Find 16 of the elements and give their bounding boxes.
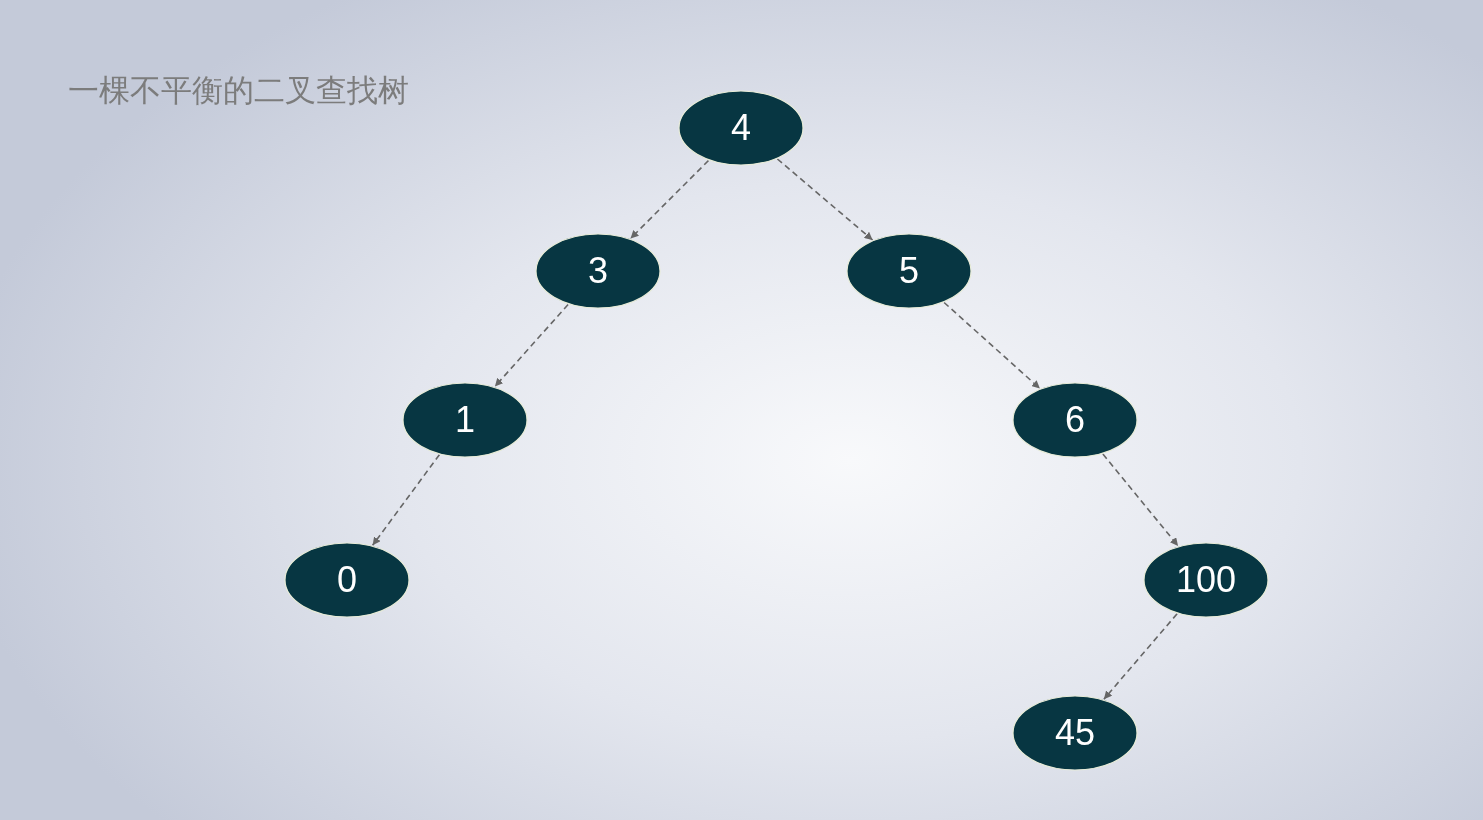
arrow <box>1102 453 1179 547</box>
arrow <box>943 301 1041 390</box>
tree-node: 3 <box>535 233 661 309</box>
tree-node: 100 <box>1143 542 1269 618</box>
arrow <box>371 453 441 547</box>
tree-node: 4 <box>678 90 804 166</box>
tree-node: 6 <box>1012 382 1138 458</box>
tree-node: 5 <box>846 233 972 309</box>
arrow <box>494 303 569 388</box>
arrow <box>629 159 710 240</box>
arrow <box>1103 613 1178 700</box>
arrow <box>776 158 874 241</box>
tree-node: 1 <box>402 382 528 458</box>
tree-node: 0 <box>284 542 410 618</box>
tree-node: 45 <box>1012 695 1138 771</box>
title: 一棵不平衡的二叉查找树 <box>68 71 409 110</box>
